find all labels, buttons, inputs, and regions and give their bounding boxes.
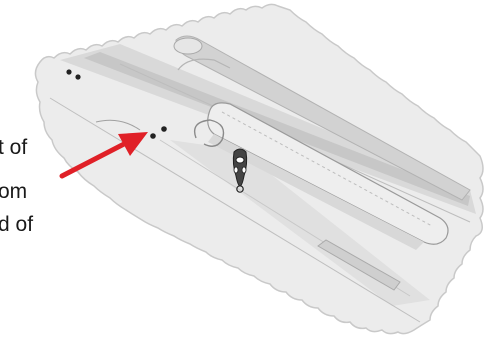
screw-hole-dot — [75, 74, 80, 79]
screw-hole-dot — [66, 69, 71, 74]
caption-line-2: om — [0, 181, 27, 202]
screw-hole-dot — [161, 126, 167, 132]
caption-line-1: t of — [0, 137, 27, 158]
rod-end-cap — [174, 38, 202, 54]
caption-line-3: d of — [0, 214, 33, 235]
screw-hole-dot — [150, 133, 156, 139]
key-fob-button — [234, 167, 238, 173]
key-fob-button — [236, 157, 244, 163]
key-fob-button — [242, 167, 246, 173]
